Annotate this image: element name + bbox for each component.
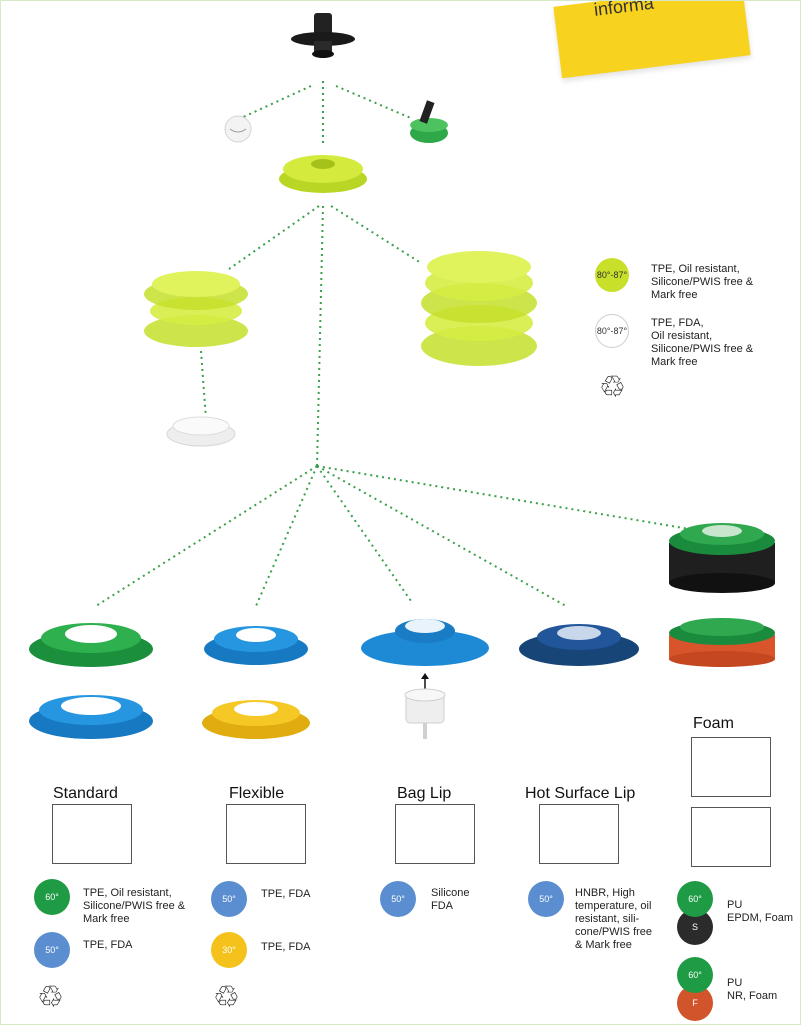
standard-badge-50-text: 50° <box>45 945 59 955</box>
foam-f-badge-f-text: F <box>692 998 698 1008</box>
heading-foam: Foam <box>693 715 734 732</box>
connector-lines <box>95 81 702 607</box>
flexible-badge-30-text: 30° <box>222 945 236 955</box>
profile-standard <box>52 804 132 864</box>
standard-badge-60: 60° <box>34 879 70 915</box>
heading-standard: Standard <box>53 785 118 802</box>
foam-f-spec: PU NR, Foam <box>727 977 778 1002</box>
green-valve <box>410 100 448 143</box>
white-insert <box>404 688 446 739</box>
legend-white-badge-text: 80°-87° <box>596 326 628 336</box>
hot-surface-badge-50: 50° <box>528 881 564 917</box>
lime-bellows-small <box>144 271 248 347</box>
standard-spec-2: TPE, FDA <box>83 939 133 951</box>
foam-f-badge-60-text: 60° <box>688 970 702 980</box>
flexible-badge-30: 30° <box>211 932 247 968</box>
standard-badge-50: 50° <box>34 932 70 968</box>
flexible-badge-50: 50° <box>211 881 247 917</box>
lime-disc <box>279 155 367 193</box>
profile-hot-surface-lip <box>539 804 619 864</box>
white-bellows-ring <box>166 416 236 447</box>
foam-s-badge-s-text: S <box>691 922 698 932</box>
up-arrow-icon <box>421 673 429 689</box>
foam-cup-orange <box>669 618 775 667</box>
heading-bag-lip: Bag Lip <box>397 785 452 802</box>
standard-badge-60-text: 60° <box>45 892 59 902</box>
standard-spec-1: TPE, Oil resistant, Silicone/PWIS free &… <box>83 887 186 925</box>
recycle-icon: ♲ <box>213 981 240 1014</box>
foam-cup-black <box>669 523 775 593</box>
heading-hot-surface-lip: Hot Surface Lip <box>525 785 636 802</box>
hot-surface-badge-50-text: 50° <box>539 894 553 904</box>
navy-hot-surface-cup <box>519 624 639 666</box>
white-valve <box>224 115 252 143</box>
flexible-spec-2: TPE, FDA <box>261 941 311 953</box>
profile-flexible <box>226 804 306 864</box>
legend-lime-text: TPE, Oil resistant, Silicone/PWIS free &… <box>651 263 754 301</box>
yellow-flexible-cup <box>202 700 310 739</box>
black-fitting <box>291 13 355 58</box>
bag-lip-badge-50-text: 50° <box>391 894 405 904</box>
blue-flexible-cup <box>204 626 308 665</box>
hot-surface-spec: HNBR, High temperature, oil resistant, s… <box>575 887 653 951</box>
blue-bag-lip-cup <box>361 619 489 666</box>
legend-white-text: TPE, FDA, Oil resistant, Silicone/PWIS f… <box>651 317 754 368</box>
legend-lime-badge-text: 80°-87° <box>596 270 628 280</box>
legend-white-badge: 80°-87° <box>595 314 629 348</box>
profile-foam-2 <box>691 807 771 867</box>
foam-s-spec: PU EPDM, Foam <box>727 899 794 924</box>
bag-lip-badge-50: 50° <box>380 881 416 917</box>
legend-lime-badge: 80°-87° <box>595 258 629 292</box>
recycle-icon: ♲ <box>599 371 626 404</box>
recycle-icon: ♲ <box>37 981 64 1014</box>
bag-lip-spec: Silicone FDA <box>431 887 470 912</box>
green-standard-cup <box>29 623 153 667</box>
blue-standard-cup <box>29 695 153 739</box>
flexible-badge-50-text: 50° <box>222 894 236 904</box>
heading-flexible: Flexible <box>229 785 285 802</box>
foam-f-badge-60: 60° <box>677 957 713 993</box>
profile-bag-lip <box>395 804 475 864</box>
lime-bellows-large <box>421 251 537 366</box>
foam-s-badge-60-text: 60° <box>688 894 702 904</box>
foam-s-badge-60: 60° <box>677 881 713 917</box>
profile-foam-1 <box>691 737 771 797</box>
flexible-spec-1: TPE, FDA <box>261 888 311 900</box>
